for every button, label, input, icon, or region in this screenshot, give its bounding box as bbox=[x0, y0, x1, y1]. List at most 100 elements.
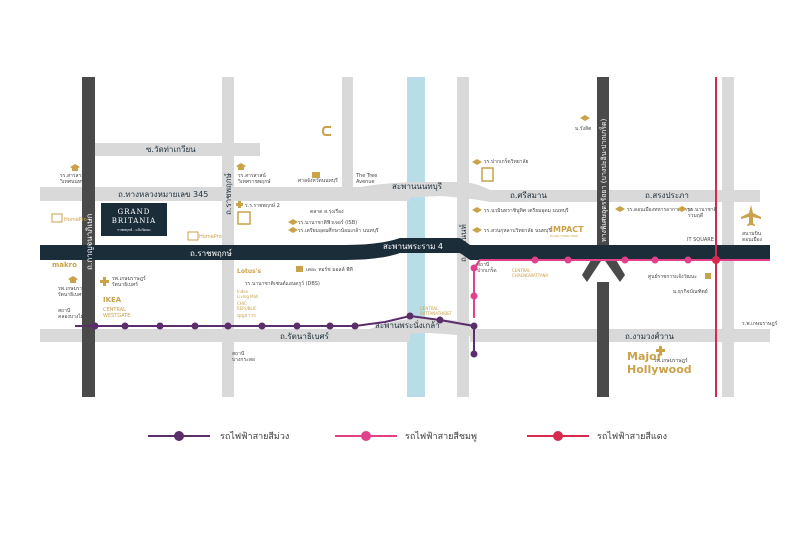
label-terminal: เดอะ ทอร์ช มอลล์ พีที bbox=[306, 266, 353, 273]
mall-icon bbox=[237, 211, 251, 225]
label-kasem-ngamwongwan: ร.พ.เกษมราษฎร์ bbox=[742, 320, 778, 327]
pak-kret-logo-icon bbox=[481, 167, 494, 182]
road-wat-tha-kwian bbox=[95, 143, 260, 156]
road-ratchaphruek-main bbox=[40, 238, 770, 260]
pink-line-stations bbox=[470, 256, 720, 300]
road-label-phra-nang-klao-bridge: สะพานพระนั่งเกล้า bbox=[375, 319, 440, 330]
road-label-tiwanon: ถ.ติวานนท์ bbox=[458, 224, 468, 262]
road-label-phra-ram-4-bridge: สะพานพระราม 4 bbox=[383, 242, 443, 251]
legend-purple: รถไฟฟ้าสายสีม่วง bbox=[148, 431, 289, 442]
grand-britania-logo: GRAND BRITANIA ราชพฤกษ์ - แจ้งวัฒนะ bbox=[101, 203, 167, 236]
road-label-expressway: ทางพิเศษอุดรรัถยา (บางปะอิน-ปากเกร็ด) bbox=[599, 118, 608, 242]
school-icon-2 bbox=[68, 276, 78, 283]
logo-line2: BRITANIA bbox=[112, 217, 156, 225]
road-label-thang-luang-345: ถ.ทางหลวงหมายเลข 345 bbox=[118, 190, 208, 199]
label-homepro-left: HomePro bbox=[64, 217, 87, 223]
label-bunnings: บุญถาวร bbox=[237, 313, 256, 319]
purple-line-track bbox=[75, 314, 475, 354]
purple-line-stations bbox=[91, 312, 478, 358]
road-kanchanaphisek bbox=[82, 77, 95, 397]
school-icon-5 bbox=[288, 227, 298, 233]
legend-pink-label: รถไฟฟ้าสายสีชมพู bbox=[405, 431, 477, 442]
label-school-nonthaburi-2: รร.นวมินทราชินูทิศ เตรียมอุดม นนทบุรี bbox=[484, 207, 569, 214]
label-lotus: Lotus's bbox=[237, 268, 261, 275]
label-u-university: ม.รังสิต bbox=[575, 125, 591, 132]
court-icon bbox=[312, 172, 320, 178]
label-nonthaburi-hospital: รร.เตรียมอุดมศึกษาน้อมเกล้า นนทบุรี bbox=[298, 227, 379, 234]
road-label-ratchaphruek-vertical: ถ.ราชพฤกษ์ bbox=[223, 173, 233, 215]
red-line-station bbox=[712, 256, 720, 264]
label-don-mueang: สนามบินดอนเมือง bbox=[742, 230, 763, 243]
terminal-icon bbox=[296, 266, 303, 272]
road-ratchaphruek-vertical bbox=[222, 77, 234, 397]
hospital-icon-3 bbox=[656, 346, 665, 355]
logo-line1: GRAND bbox=[118, 208, 151, 216]
label-government-center: ศูนย์ราชการแจ้งวัฒนะ bbox=[648, 273, 697, 280]
label-school-nonthaburi-1: รร.ปากเกร็ดวิทยาลัย bbox=[484, 157, 529, 165]
homepro-left-icon bbox=[51, 213, 63, 223]
school-icon bbox=[70, 164, 80, 171]
road-label-wat-tha-kwian: ซ.วัดท่าเกวียน bbox=[146, 145, 196, 154]
label-homepro-mid: HomePro bbox=[199, 234, 222, 240]
legend-pink: รถไฟฟ้าสายสีชมพู bbox=[335, 431, 477, 442]
road-expressway-lower bbox=[597, 282, 609, 397]
label-school-ratchaphruek: รร.สารสาสน์วิเทศราชพฤกษ์ bbox=[238, 172, 271, 185]
label-it-square: IT SQUARE bbox=[687, 237, 714, 243]
hospital-icon bbox=[100, 277, 109, 286]
school-icon-11 bbox=[677, 206, 687, 212]
label-ratchaphruek-hospital: รพ.เกษมราษฎร์รัตนาธิเบศร์ bbox=[112, 275, 146, 288]
chao-phraya-river bbox=[407, 77, 425, 397]
road-phra-nang-klao-bridge bbox=[370, 318, 470, 342]
airplane-icon bbox=[741, 205, 761, 226]
school-icon-10 bbox=[615, 206, 625, 212]
road-label-nonthaburi-bridge: สะพานนนทบุรี bbox=[392, 182, 443, 191]
label-international-school: รร.นานาชาติฟิวเจอร์ (ISB) bbox=[298, 219, 357, 226]
school-icon-9 bbox=[580, 115, 590, 121]
homepro-mid-icon bbox=[187, 231, 199, 241]
school-icon-8 bbox=[472, 227, 482, 233]
label-kasem-hospital-ngam: รพ.เกษมราษฎร์ bbox=[654, 357, 688, 364]
label-sanambinnam: สถานีบางกระสอ bbox=[232, 350, 255, 363]
government-icon bbox=[705, 273, 711, 279]
road-label-ratchaphruek-main: ถ.ราชพฤกษ์ bbox=[190, 248, 232, 258]
road-label-songprapa: ถ.สรงประภา bbox=[645, 191, 689, 200]
label-school-wat-tha-kwian: รร.สารสาสน์วิเทศนนทบุรี bbox=[60, 172, 89, 185]
legend: รถไฟฟ้าสายสีม่วง รถไฟฟ้าสายสีชมพู รถไฟฟ้… bbox=[148, 431, 667, 442]
road-ngamwongwan bbox=[470, 329, 770, 342]
central-c-icon bbox=[321, 126, 331, 136]
label-bangyai-school: รร.นานาชาติเซนต์แอนดรูว์ (DBS) bbox=[245, 280, 320, 287]
label-kasemrad: รพ.เกษมราษฎร์รัตนาธิเบศร์ bbox=[58, 285, 92, 298]
label-school-songprapa: รร.ดอนเมืองทหารอากาศบำรุง bbox=[627, 206, 693, 213]
label-makro: makro bbox=[52, 261, 77, 269]
label-klong-bang-phai: สถานีคลองบางไผ่ bbox=[58, 307, 84, 320]
label-impact: IMPACT bbox=[550, 225, 584, 234]
legend-purple-label: รถไฟฟ้าสายสีม่วง bbox=[220, 431, 289, 442]
label-nonthaburi-court: ศาลจังหวัดนนทบุรี bbox=[298, 177, 338, 184]
road-tiwanon bbox=[457, 77, 469, 397]
label-international-songprapa: รร.นานาชาติร่วมฤดี bbox=[688, 206, 717, 219]
label-ikea: IKEA bbox=[103, 296, 122, 304]
logo-sub: ราชพฤกษ์ - แจ้งวัฒนะ bbox=[117, 228, 151, 232]
label-samak-bridge: ตลาด ส.รุ่งเรือง bbox=[310, 208, 344, 215]
label-tiwanon-station: สถานีปากเกร็ด bbox=[477, 261, 497, 274]
road-vertical-east bbox=[722, 77, 734, 397]
school-icon-6 bbox=[472, 159, 482, 165]
road-vertical-2 bbox=[342, 77, 353, 187]
label-rajabhat: ม.ธุรกิจบัณฑิตย์ bbox=[673, 288, 708, 295]
school-icon-4 bbox=[288, 219, 298, 225]
hospital-icon-2 bbox=[236, 201, 243, 208]
label-ratchaphruek-2: ร.ร.ราชพฤกษ์ 2 bbox=[245, 202, 280, 209]
label-school-nonthaburi-3: รร.สวนกุหลาบวิทยาลัย นนทบุรี bbox=[484, 227, 551, 234]
road-label-ngamwongwan: ถ.งามวงศ์วาน bbox=[625, 331, 675, 341]
school-icon-7 bbox=[472, 207, 482, 213]
road-expressway bbox=[582, 77, 625, 282]
legend-red: รถไฟฟ้าสายสีแดง bbox=[527, 431, 667, 442]
legend-red-label: รถไฟฟ้าสายสีแดง bbox=[597, 431, 667, 442]
